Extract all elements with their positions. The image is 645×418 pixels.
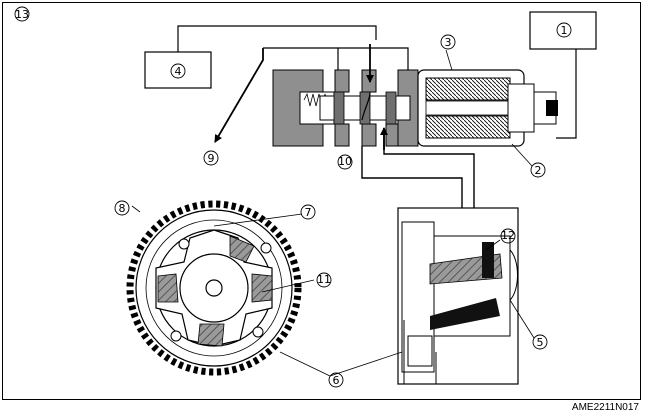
callout-8: 8 xyxy=(114,200,130,216)
callout-7-label: 7 xyxy=(305,206,312,219)
callout-13-label: 13 xyxy=(15,8,29,21)
callout-3: 3 xyxy=(440,34,456,50)
callout-1: 1 xyxy=(556,22,572,38)
callout-4-label: 4 xyxy=(175,65,182,78)
valve-body xyxy=(272,69,419,147)
callout-8-label: 8 xyxy=(119,202,126,215)
callout-11: 11 xyxy=(316,272,332,288)
callout-1-label: 1 xyxy=(561,24,568,37)
callout-5-label: 5 xyxy=(537,336,544,349)
callout-4: 4 xyxy=(170,63,186,79)
callout-5: 5 xyxy=(532,334,548,350)
cam-actuator-section xyxy=(397,207,535,385)
wire-4 xyxy=(177,25,377,52)
box-1 xyxy=(529,11,597,50)
callout-9: 9 xyxy=(203,150,219,166)
wire-1 xyxy=(556,49,577,139)
callout-13: 13 xyxy=(14,6,30,22)
callout-2: 2 xyxy=(530,162,546,178)
callout-3-label: 3 xyxy=(445,36,452,49)
callout-12: 12 xyxy=(500,228,516,244)
callout-10-label: 10 xyxy=(338,155,352,168)
diagram-frame xyxy=(2,2,641,400)
port-lines-top xyxy=(337,47,409,70)
cam-sprocket xyxy=(126,200,403,377)
callout-11-label: 11 xyxy=(317,273,331,286)
oil-line-a xyxy=(361,146,466,229)
callout-6: 6 xyxy=(328,372,344,388)
callout-12-label: 12 xyxy=(501,229,515,242)
solenoid xyxy=(417,49,558,167)
leader-12 xyxy=(485,239,501,251)
figure-code: AME2211N017 xyxy=(571,402,639,413)
callout-2-label: 2 xyxy=(535,164,542,177)
callout-9-label: 9 xyxy=(208,152,215,165)
callout-6-label: 6 xyxy=(333,374,340,387)
drain-to-9 xyxy=(214,48,264,143)
callout-10: 10 xyxy=(337,154,353,170)
callout-7: 7 xyxy=(300,204,316,220)
flow-curve xyxy=(361,91,371,121)
